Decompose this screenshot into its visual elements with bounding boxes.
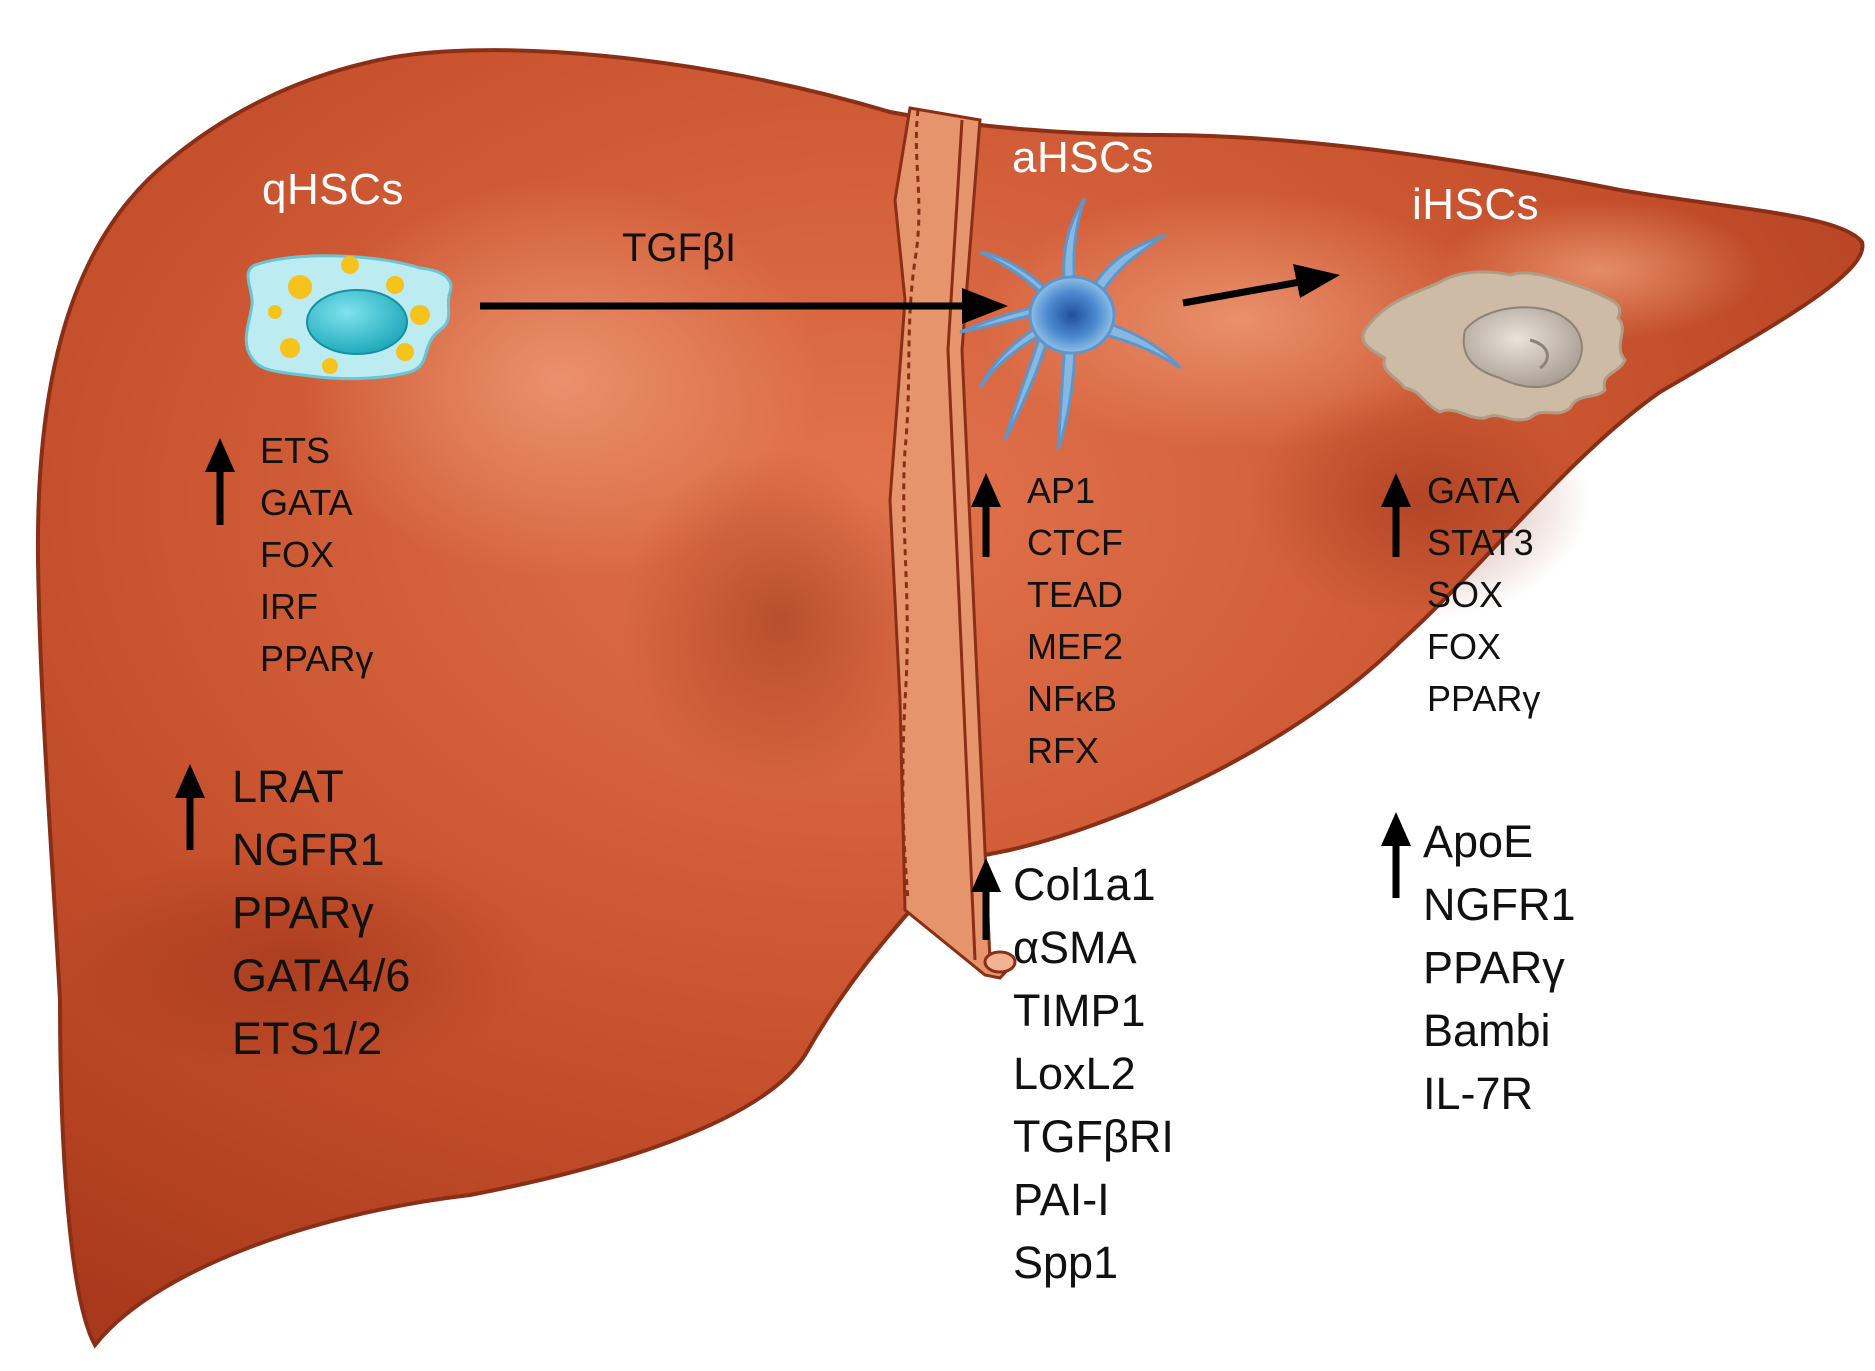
tf-item: FOX	[260, 534, 335, 575]
ihsc-nucleus	[1462, 306, 1583, 389]
tf-item: CTCF	[1027, 522, 1123, 563]
marker-item: ETS1/2	[232, 1013, 383, 1064]
qhsc-nucleus	[306, 289, 408, 355]
ligament-end	[983, 950, 1017, 974]
falciform-ligament	[888, 106, 1015, 980]
progression-arrow-head	[1293, 264, 1340, 298]
tf-item: ETS	[260, 430, 331, 471]
ligament-edge	[901, 109, 921, 901]
upregulation-arrow	[1381, 812, 1411, 898]
tf-item: TEAD	[1027, 574, 1124, 615]
ihsc-title: iHSCs	[1412, 180, 1540, 229]
upregulation-arrow	[175, 764, 205, 850]
transition-arrow-head	[962, 288, 1008, 324]
tf-item: GATA	[1427, 470, 1520, 511]
marker-item: TGFβRI	[1013, 1111, 1174, 1162]
tf-item: PPARγ	[1427, 678, 1541, 719]
upregulation-arrow	[205, 438, 235, 525]
liver-shadow	[60, 840, 540, 1080]
marker-item: TIMP1	[1013, 985, 1146, 1036]
liver-shadow	[620, 450, 940, 790]
tf-item: NFκB	[1027, 678, 1117, 719]
qhsc-tf-list: ETS GATA FOX IRF PPARγ	[260, 425, 373, 685]
liver-shadow	[1250, 380, 1590, 620]
tf-item: AP1	[1027, 470, 1096, 511]
marker-item: PPARγ	[1423, 942, 1565, 993]
tf-item: MEF2	[1027, 626, 1124, 667]
tf-item: STAT3	[1427, 522, 1534, 563]
ahsc-tf-list: AP1 CTCF TEAD MEF2 NFκB RFX	[1027, 465, 1123, 777]
marker-item: GATA4/6	[232, 950, 411, 1001]
ligament-edge	[946, 119, 977, 961]
tf-item: SOX	[1427, 574, 1504, 615]
tf-item: GATA	[260, 482, 353, 523]
marker-item: NGFR1	[1423, 879, 1576, 930]
upregulation-arrow	[1381, 473, 1411, 557]
marker-item: IL-7R	[1423, 1068, 1534, 1119]
lipid-droplet	[322, 358, 338, 374]
upregulation-arrow	[971, 473, 1001, 557]
lipid-droplet	[386, 276, 404, 294]
tf-item: RFX	[1027, 730, 1099, 771]
ihsc-nucleus-notch	[1529, 338, 1549, 370]
tf-item: FOX	[1427, 626, 1502, 667]
lipid-droplet	[410, 305, 430, 325]
lipid-droplet	[341, 256, 359, 274]
lipid-droplet	[280, 338, 300, 358]
ihsc-tf-list: GATA STAT3 SOX FOX PPARγ	[1427, 465, 1540, 725]
marker-item: αSMA	[1013, 922, 1137, 973]
upregulation-arrow	[971, 858, 1001, 940]
marker-item: ApoE	[1423, 816, 1534, 867]
marker-item: Col1a1	[1013, 859, 1156, 910]
ihsc-marker-list: ApoE NGFR1 PPARγ Bambi IL-7R	[1423, 810, 1576, 1125]
lipid-droplet	[268, 305, 282, 319]
liver-highlight	[980, 190, 1500, 450]
qhsc-title: qHSCs	[262, 165, 404, 214]
marker-item: LRAT	[232, 761, 344, 812]
marker-item: PAI-I	[1013, 1174, 1110, 1225]
marker-item: Bambi	[1423, 1005, 1551, 1056]
marker-item: PPARγ	[232, 887, 374, 938]
marker-item: LoxL2	[1013, 1048, 1136, 1099]
tf-item: IRF	[260, 586, 318, 627]
ahsc-title: aHSCs	[1012, 133, 1154, 182]
lipid-droplet	[396, 343, 414, 361]
ahsc-body	[1028, 275, 1116, 355]
ahsc-marker-list: Col1a1 αSMA TIMP1 LoxL2 TGFβRI PAI-I Spp…	[1013, 853, 1174, 1294]
lipid-droplet	[288, 275, 312, 299]
marker-item: NGFR1	[232, 824, 385, 875]
tf-item: PPARγ	[260, 638, 374, 679]
qhsc-marker-list: LRAT NGFR1 PPARγ GATA4/6 ETS1/2	[232, 755, 410, 1070]
transition-label: TGFβI	[622, 226, 737, 270]
marker-item: Spp1	[1013, 1237, 1119, 1288]
progression-arrow	[1182, 278, 1301, 307]
